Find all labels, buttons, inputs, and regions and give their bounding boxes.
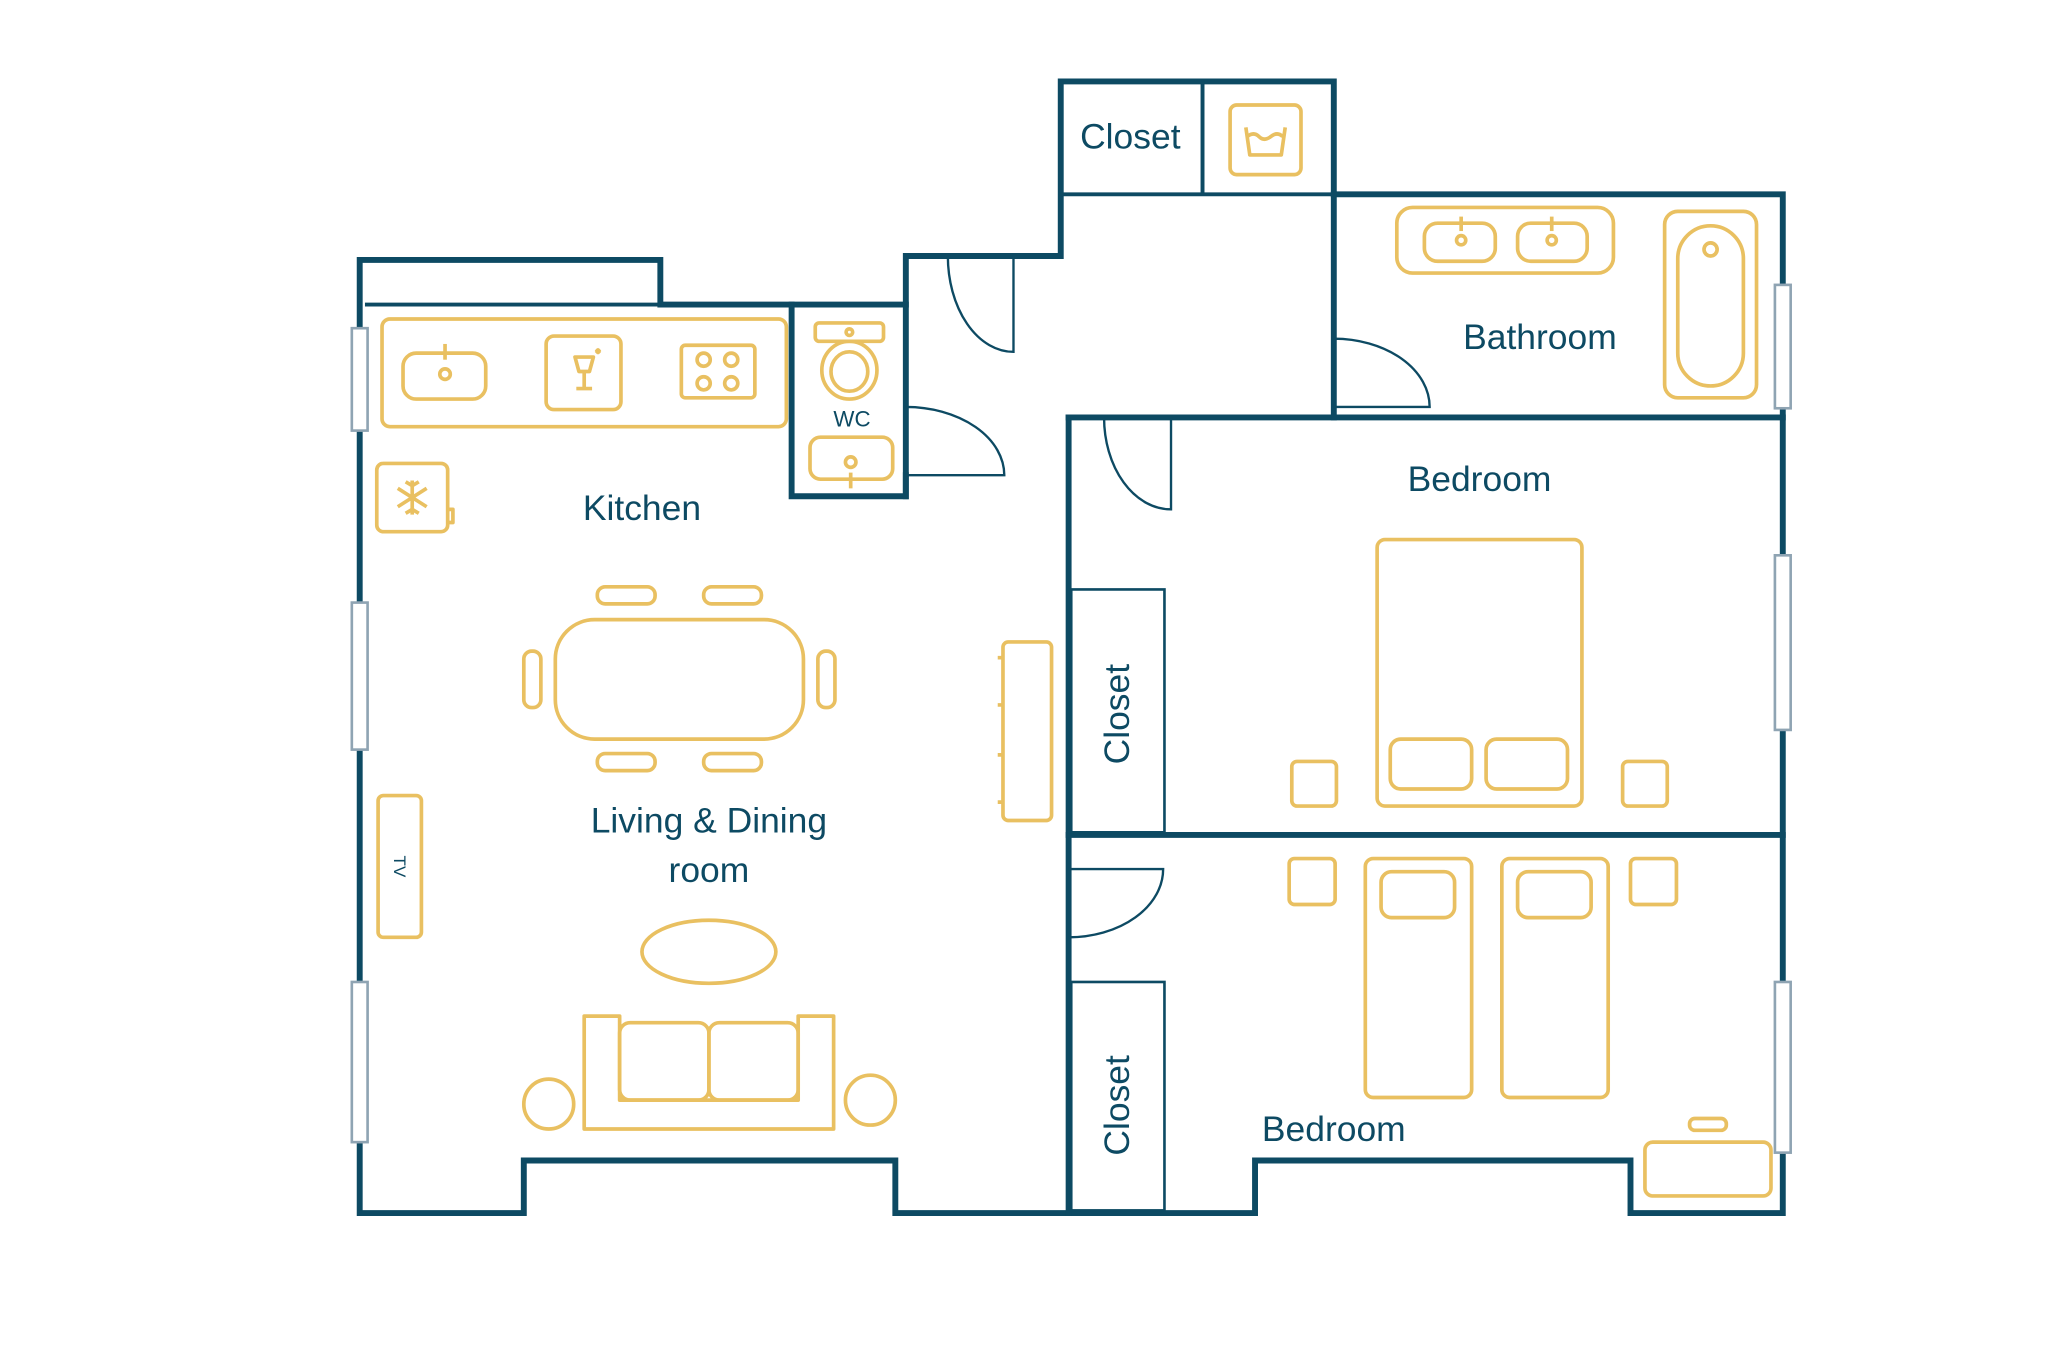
window-bedroom-lower xyxy=(1773,980,1792,1154)
label-bedroom-lower: Bedroom xyxy=(1262,1109,1406,1149)
door-bedroom-upper xyxy=(1102,416,1173,511)
label-closet-low: Closet xyxy=(1097,1055,1137,1156)
bathtub-icon xyxy=(1662,209,1759,400)
label-bedroom-upper: Bedroom xyxy=(1408,459,1552,499)
toilet-icon xyxy=(808,321,895,489)
label-living-line1: Living & Dining xyxy=(591,800,827,840)
closet-low-panel xyxy=(1069,980,1166,1212)
label-closet-top: Closet xyxy=(1080,116,1181,156)
door-bathroom xyxy=(1332,337,1431,409)
wine-glass-icon xyxy=(544,334,623,412)
label-bathroom: Bathroom xyxy=(1463,317,1617,357)
window-kitchen xyxy=(350,326,369,432)
fridge-icon xyxy=(374,461,455,534)
bathroom-vanity xyxy=(1394,205,1616,275)
nightstand xyxy=(1287,856,1337,907)
closet-mid-panel xyxy=(1069,588,1166,834)
sink-icon xyxy=(401,343,488,401)
bed-icon xyxy=(1375,537,1584,808)
desk-chair xyxy=(1687,1116,1729,1133)
stove-icon xyxy=(679,343,757,400)
label-tv: TV xyxy=(390,856,409,878)
tv-icon xyxy=(376,793,424,940)
furniture xyxy=(374,103,1773,1198)
windows xyxy=(350,283,1792,1154)
closet-panels xyxy=(1069,588,1166,1212)
window-bathroom xyxy=(1773,283,1792,410)
sofa-icon xyxy=(521,1014,898,1131)
single-bed xyxy=(1363,856,1474,1100)
window-living-lower xyxy=(350,980,369,1144)
nightstand xyxy=(1289,759,1339,808)
sideboard xyxy=(997,640,1054,823)
coffee-table xyxy=(640,918,778,986)
washing-machine-icon xyxy=(1228,103,1303,177)
desk xyxy=(1643,1140,1773,1198)
outer-wall xyxy=(356,78,1786,1216)
door-bedroom-lower xyxy=(1068,867,1165,939)
wall-wc xyxy=(788,301,909,500)
dining-table-icon xyxy=(521,584,837,773)
label-wc: WC xyxy=(833,407,870,432)
nightstand xyxy=(1620,759,1670,808)
door-wc xyxy=(904,405,1006,477)
walls xyxy=(356,78,1786,1216)
labels: Closet Bathroom WC Kitchen Bedroom Close… xyxy=(390,116,1617,1155)
label-kitchen: Kitchen xyxy=(583,488,701,528)
inner-lines xyxy=(364,81,1334,307)
label-living-line2: room xyxy=(669,850,750,890)
single-bed xyxy=(1500,856,1611,1100)
label-closet-mid: Closet xyxy=(1097,664,1137,765)
window-living-upper xyxy=(350,601,369,751)
nightstand xyxy=(1628,856,1679,907)
door-entrance xyxy=(946,255,1015,354)
window-bedroom-upper xyxy=(1773,554,1792,732)
doors xyxy=(904,255,1431,939)
kitchen-counter xyxy=(380,317,789,429)
